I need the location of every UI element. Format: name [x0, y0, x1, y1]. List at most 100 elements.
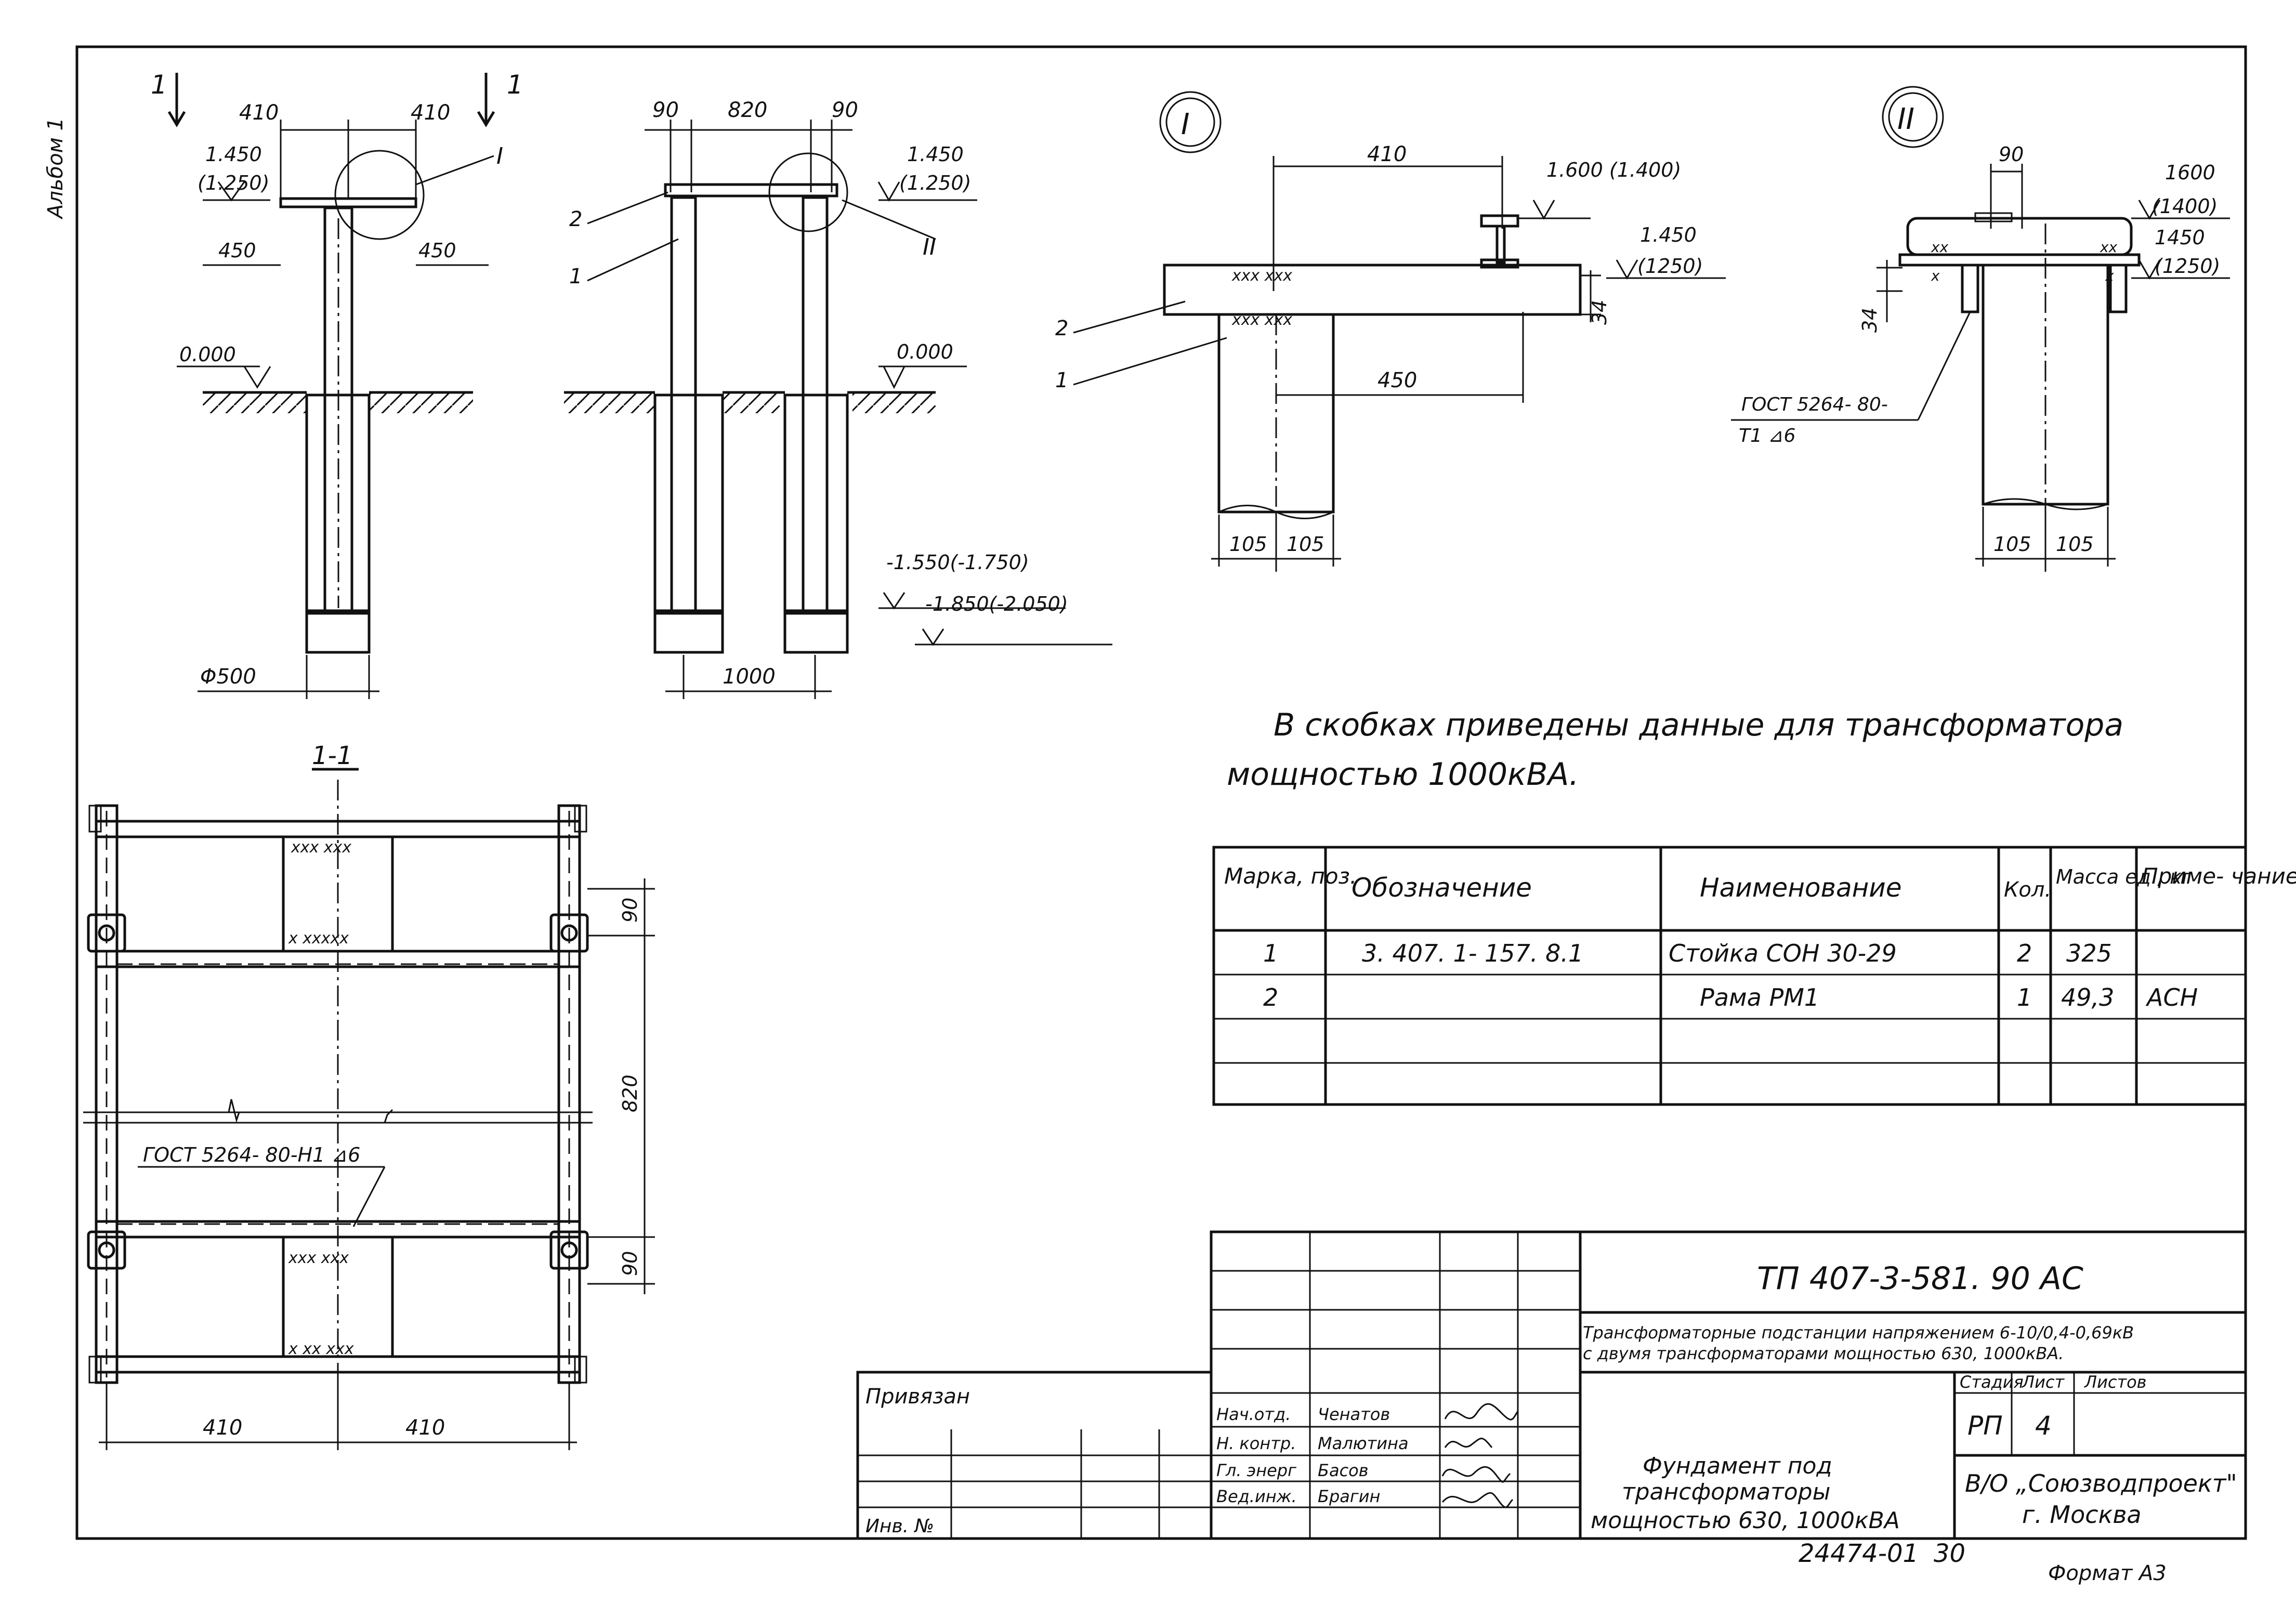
stage-label: Стадия	[1960, 1372, 2024, 1392]
node-II-dim-34: 34	[1858, 308, 1881, 333]
sheets-label: Листов	[2084, 1372, 2147, 1392]
pos-1-mid: 1	[569, 265, 582, 288]
org-name: В/О „Союзводпроект"	[1965, 1469, 2237, 1497]
spec-table: Марка, поз. Обозначение Наименование Кол…	[1212, 846, 2296, 1106]
spec-header-mass: Масса ед., кг	[2056, 865, 2193, 888]
org-city: г. Москва	[2022, 1501, 2142, 1529]
plan-1-1: 1-1 xxx xxx	[83, 741, 655, 1450]
node-I-dim-34: 34	[1588, 300, 1611, 325]
dim-410-left: 410	[239, 101, 279, 125]
spec-r1-mark: 1	[1263, 939, 1278, 967]
level-low-2: -1.850(-2.050)	[925, 593, 1068, 615]
spec-r1-qty: 2	[2017, 939, 2032, 967]
tied-label: Привязан	[865, 1385, 970, 1409]
spec-r2-qty: 1	[2017, 983, 2032, 1011]
dim-90-left: 90	[652, 98, 679, 122]
weld-marks-a: xxx xxx	[1231, 267, 1292, 285]
spec-header-qty: Кол.	[2004, 878, 2051, 902]
node-I-pos-1: 1	[1055, 369, 1068, 392]
spec-r2-mass: 49,3	[2061, 983, 2114, 1011]
level-top-alt-mid: (1.250)	[899, 172, 971, 194]
node-mark-I: I	[496, 143, 503, 169]
plan-weld-label: ГОСТ 5264- 80-Н1 ⊿6	[143, 1143, 360, 1166]
dim-450-left: 450	[218, 239, 256, 262]
plan-dim-90-bottom: 90	[619, 1251, 641, 1276]
project-line-2: с двумя трансформаторами мощностью 630, …	[1583, 1344, 2064, 1363]
middle-elevation: 90 820 90 II 1.450 (1.250) 2 1 0.000 -1.…	[564, 98, 1112, 699]
signer-3-name: Басов	[1318, 1461, 1369, 1480]
drawing-title-3: мощностью 630, 1000кВА	[1591, 1507, 1900, 1534]
signer-1-role: Нач.отд.	[1216, 1404, 1291, 1424]
weld-marks-c: xx	[1931, 239, 1949, 256]
node-II-level-b: 1450	[2155, 226, 2205, 249]
node-II-level-a: 1600	[2165, 161, 2215, 184]
node-II-dim-105-b: 105	[2056, 533, 2094, 556]
archive-page: 30	[1934, 1539, 1965, 1568]
node-II-title: II	[1897, 102, 1914, 136]
format-label: Формат А3	[2048, 1561, 2167, 1585]
signer-2-name: Малютина	[1318, 1434, 1409, 1453]
node-II-weld-type: Т1 ⊿6	[1739, 425, 1795, 446]
node-I-beam	[1163, 264, 1582, 316]
node-I-dim-450: 450	[1377, 369, 1417, 392]
stage-value: РП	[1967, 1411, 2003, 1441]
album-label: Альбом 1	[44, 117, 68, 220]
node-I-level-a: 1.600 (1.400)	[1546, 159, 1681, 181]
ground-level-mid: 0.000	[897, 340, 953, 363]
node-mark-II: II	[923, 234, 936, 260]
spec-header-note: Приме- чание	[2142, 863, 2296, 889]
spec-r2-name: Рама РМ1	[1700, 983, 1819, 1011]
project-line-1: Трансформаторные подстанции напряжением …	[1583, 1323, 2134, 1343]
plan-title: 1-1	[312, 741, 352, 770]
spec-header-mark: Марка, поз.	[1224, 863, 1357, 889]
node-II-dim-90: 90	[1999, 143, 2024, 166]
spec-header-name: Наименование	[1700, 873, 1902, 903]
signer-4-name: Брагин	[1318, 1487, 1380, 1506]
signature-4	[1441, 1492, 1514, 1508]
node-I-callout	[334, 150, 425, 240]
weld-marks-e: x	[1931, 267, 1940, 284]
post-mid-left	[670, 196, 697, 615]
inv-label: Инв. №	[865, 1516, 934, 1537]
spec-r2-mark: 2	[1263, 983, 1278, 1011]
signer-1-name: Ченатов	[1318, 1404, 1390, 1424]
node-I-dim-410: 410	[1367, 142, 1407, 166]
node-II-level-a-alt: (1400)	[2152, 195, 2218, 218]
archive-number: 24474-01	[1799, 1539, 1919, 1568]
weld-xx-bot2: x xx xxx	[288, 1340, 354, 1358]
node-I-post	[1217, 313, 1335, 514]
node-II-detail: II 90 1600 (1400) 1450 (1250) xx xx x x …	[1731, 86, 2230, 572]
signer-2-role: Н. контр.	[1216, 1434, 1296, 1453]
node-II-level-b-alt: (1250)	[2155, 255, 2220, 278]
node-I-level-b: 1.450	[1640, 224, 1697, 246]
signer-4-role: Вед.инж.	[1216, 1487, 1297, 1506]
node-I-level-b-alt: (1250)	[1637, 255, 1703, 278]
signature-3	[1441, 1466, 1511, 1483]
plan-dim-410-right: 410	[405, 1416, 445, 1440]
node-II-weld-std: ГОСТ 5264- 80-	[1741, 394, 1888, 415]
dim-820: 820	[728, 98, 767, 122]
node-I-title: I	[1181, 108, 1190, 141]
node-I-pos-2: 2	[1055, 317, 1068, 340]
signer-3-role: Гл. энерг	[1216, 1461, 1296, 1480]
weld-xx-top: xxx xxx	[291, 838, 351, 857]
level-top: 1.450	[205, 143, 262, 166]
node-II-callout	[768, 152, 848, 232]
weld-marks-d: xx	[2100, 239, 2118, 256]
note-line-2: мощностью 1000кВА.	[1227, 756, 1579, 793]
drawing-title-2: трансформаторы	[1622, 1479, 1830, 1505]
weld-xx-bot: xxx xxx	[288, 1249, 349, 1267]
plan-dim-90-top: 90	[619, 898, 641, 923]
sheet-value: 4	[2035, 1411, 2052, 1441]
node-II-dim-105-a: 105	[1993, 533, 2031, 556]
project-code: ТП 407-3-581. 90 АС	[1757, 1260, 2083, 1297]
dim-410-right: 410	[411, 101, 450, 125]
node-I-dim-105-a: 105	[1229, 533, 1267, 556]
diameter-label: Φ500	[200, 665, 256, 689]
dim-450-right: 450	[418, 239, 456, 262]
level-low-1: -1.550(-1.750)	[886, 551, 1029, 574]
pos-2-mid: 2	[569, 207, 582, 231]
title-block: Привязан Инв. № ТП 407-3-581. 90 АС Тран…	[856, 1230, 2247, 1585]
